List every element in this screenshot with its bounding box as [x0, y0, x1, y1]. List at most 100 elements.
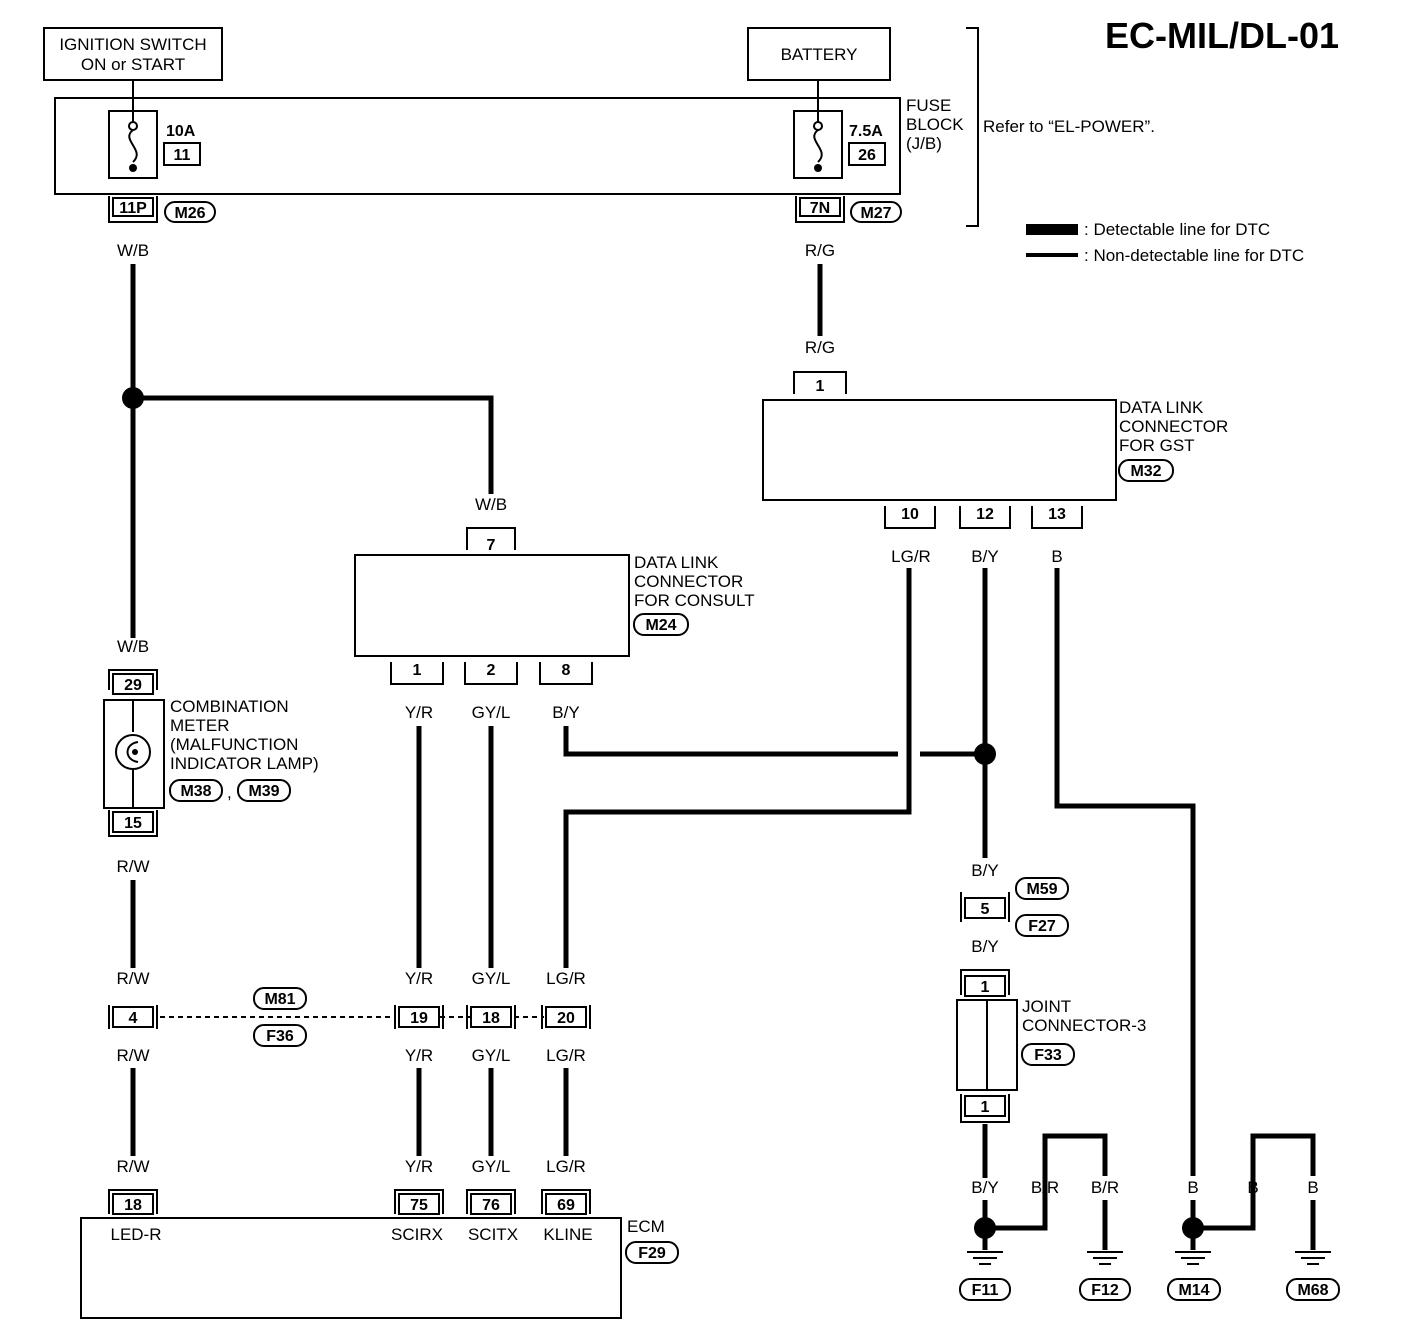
wire-label-wb-1: W/B: [117, 241, 149, 260]
splice-by: [974, 743, 996, 765]
wire-label-by-ground: B/Y: [971, 1178, 998, 1197]
legend: : Detectable line for DTC : Non-detectab…: [1026, 220, 1304, 265]
wire-label-gyl-1: GY/L: [472, 703, 511, 722]
fuse-7-5a: 7.5A 26: [793, 80, 886, 179]
ecm-pin-76: 76: [482, 1197, 500, 1214]
consult-label-1: DATA LINK: [634, 553, 719, 572]
ground-f12-id: F12: [1091, 1282, 1119, 1299]
ecm-term-scirx: SCIRX: [391, 1225, 443, 1244]
wire-label-br-2: B/R: [1091, 1178, 1119, 1197]
legend-non-detectable: : Non-detectable line for DTC: [1084, 246, 1304, 265]
wire-label-rw-4: R/W: [116, 1157, 149, 1176]
legend-detectable: : Detectable line for DTC: [1084, 220, 1270, 239]
meter-label-3: (MALFUNCTION: [170, 735, 298, 754]
wire-label-b-3: B: [1307, 1178, 1318, 1197]
inline-pin-19: 19: [410, 1010, 428, 1027]
fuse-left-number: 11: [174, 147, 191, 164]
ecm-pin-75: 75: [410, 1197, 428, 1214]
consult-pin-8: 8: [562, 662, 571, 679]
wire-label-br-1: B/R: [1031, 1178, 1059, 1197]
fuse-right-amp: 7.5A: [849, 123, 883, 140]
consult-pin-2: 2: [487, 662, 496, 679]
battery: BATTERY: [747, 27, 891, 81]
ecm-pin-69: 69: [557, 1197, 575, 1214]
wire-label-by-2: B/Y: [971, 861, 998, 880]
wire-label-yr-4: Y/R: [405, 1157, 433, 1176]
refer-note: Refer to “EL-POWER”.: [983, 117, 1155, 136]
consult-label-2: CONNECTOR: [634, 572, 743, 591]
connector-7n: 7N M27: [795, 196, 902, 223]
wire-label-lgr-3: LG/R: [546, 1046, 586, 1065]
wire-label-wb-3: W/B: [117, 637, 149, 656]
fuse-block-label-3: (J/B): [906, 134, 942, 153]
connector-m26-id: M26: [174, 205, 205, 222]
meter-pin-29: 29: [124, 677, 142, 694]
joint-id: F33: [1034, 1047, 1062, 1064]
ground-m68: M68: [1286, 1251, 1340, 1301]
gst-pin-12: 12: [976, 506, 994, 523]
wire-label-rw-3: R/W: [116, 1046, 149, 1065]
m59-pin-5: 5: [981, 901, 990, 918]
wire-label-b-1: B: [1187, 1178, 1198, 1197]
ecm-id: F29: [638, 1245, 666, 1262]
wire-label-rg-2: R/G: [805, 338, 835, 357]
wire-label-rg-1: R/G: [805, 241, 835, 260]
wire-label-by-3: B/Y: [971, 937, 998, 956]
wire-label-rw-1: R/W: [116, 857, 149, 876]
m59-id: M59: [1026, 881, 1057, 898]
connector-m59: 5 M59 F27: [960, 877, 1069, 937]
fuse-block-label-1: FUSE: [906, 96, 951, 115]
inline-id-f36: F36: [266, 1028, 294, 1045]
wire-label-b-2: B: [1247, 1178, 1258, 1197]
fuse-left-amp: 10A: [166, 123, 196, 140]
ecm-term-kline: KLINE: [543, 1225, 592, 1244]
gst-pin-1: 1: [816, 378, 825, 395]
wire-label-gyl-2: GY/L: [472, 969, 511, 988]
wire-label-lgr-4: LG/R: [546, 1157, 586, 1176]
joint-label-2: CONNECTOR-3: [1022, 1016, 1146, 1035]
ecm-pin-18: 18: [124, 1197, 142, 1214]
wire-label-rw-2: R/W: [116, 969, 149, 988]
fuse-block-label-2: BLOCK: [906, 115, 964, 134]
gst-pin-13: 13: [1048, 506, 1066, 523]
joint-pin-bottom: 1: [981, 1099, 990, 1116]
wire-label-wb-2: W/B: [475, 495, 507, 514]
gst-label-3: FOR GST: [1119, 436, 1195, 455]
wire-label-gyl-3: GY/L: [472, 1046, 511, 1065]
ground-m14: M14: [1167, 1251, 1221, 1301]
gst-id: M32: [1130, 463, 1161, 480]
wire-label-by-consult: B/Y: [552, 703, 579, 722]
fuse-10a: 10A 11: [108, 80, 201, 179]
ignition-label-1: IGNITION SWITCH: [59, 35, 206, 54]
inline-connector-m81: M81 F36 4 19 18 20: [108, 987, 591, 1047]
f27-id: F27: [1028, 918, 1056, 935]
ecm-term-scitx: SCITX: [468, 1225, 518, 1244]
ground-m68-id: M68: [1297, 1282, 1328, 1299]
wire-label-yr-3: Y/R: [405, 1046, 433, 1065]
meter-id-m38: M38: [180, 783, 211, 800]
wire-label-by-gst: B/Y: [971, 547, 998, 566]
ground-m14-id: M14: [1178, 1282, 1209, 1299]
gst-label-1: DATA LINK: [1119, 398, 1204, 417]
combination-meter: 29 15 COMBINATION METER (MALFUNCTION IND…: [103, 669, 319, 837]
data-link-connector-gst: 1 DATA LINK CONNECTOR FOR GST M32 10 12 …: [762, 371, 1228, 529]
diagram-title: EC-MIL/DL-01: [1105, 15, 1339, 56]
wire-label-lgr-1: LG/R: [891, 547, 931, 566]
joint-label-1: JOINT: [1022, 997, 1071, 1016]
battery-label: BATTERY: [781, 45, 858, 64]
ground-f11: F11: [959, 1251, 1011, 1301]
ground-f11-id: F11: [972, 1282, 999, 1299]
ecm: 18 75 76 69 LED-R SCIRX SCITX KLINE ECM …: [80, 1189, 679, 1319]
inline-pin-20: 20: [557, 1010, 575, 1027]
connector-11p-label: 11P: [119, 200, 147, 217]
meter-label-1: COMBINATION: [170, 697, 289, 716]
fuse-right-number: 26: [858, 147, 876, 164]
meter-pin-15: 15: [124, 815, 142, 832]
meter-label-2: METER: [170, 716, 230, 735]
wire-label-yr-2: Y/R: [405, 969, 433, 988]
meter-id-m39: M39: [248, 783, 279, 800]
consult-id: M24: [645, 617, 676, 634]
inline-id-m81: M81: [264, 991, 295, 1008]
connector-11p: 11P M26: [108, 196, 216, 223]
